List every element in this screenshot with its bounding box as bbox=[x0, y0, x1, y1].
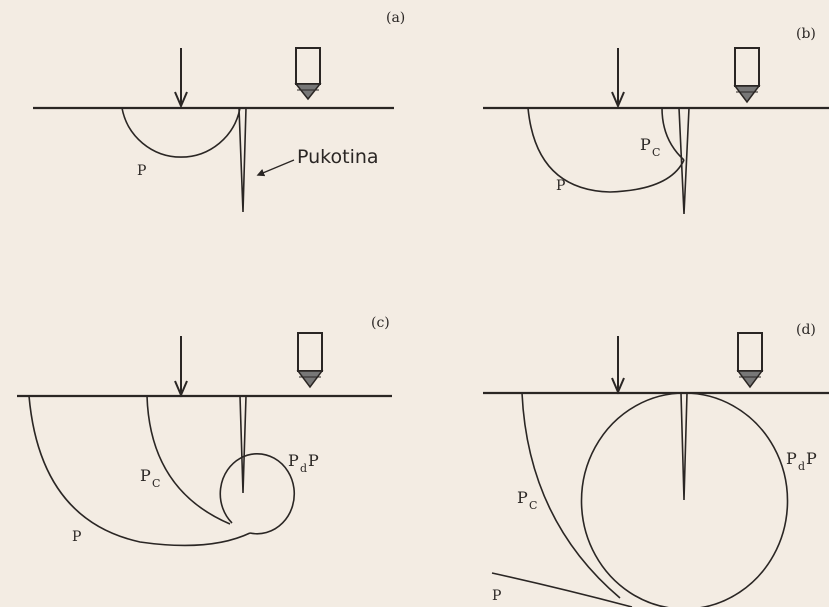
transducer-icon bbox=[733, 47, 761, 104]
wave-pdp bbox=[219, 453, 296, 535]
label-pc: P C bbox=[140, 466, 160, 490]
svg-text:d: d bbox=[300, 462, 307, 475]
svg-text:P: P bbox=[308, 451, 319, 470]
crack bbox=[680, 392, 688, 501]
wave-pc bbox=[521, 392, 621, 599]
source-arrow-head bbox=[174, 91, 188, 109]
source-arrow-head bbox=[611, 91, 625, 109]
label-p: P bbox=[72, 529, 81, 545]
label-p: P bbox=[137, 163, 146, 179]
crack-label: Pukotina bbox=[297, 146, 379, 168]
panel-b: (b) P P C bbox=[483, 26, 829, 215]
wave-pdp bbox=[580, 392, 789, 607]
source-arrow-head bbox=[611, 377, 625, 395]
label-pdp: P d P bbox=[288, 451, 319, 475]
svg-text:P: P bbox=[517, 488, 528, 507]
crack-pointer-arrow bbox=[256, 159, 295, 177]
wave-p bbox=[491, 572, 633, 607]
wave-p bbox=[527, 107, 685, 193]
panel-a-label: (a) bbox=[386, 10, 405, 26]
svg-text:P: P bbox=[288, 451, 299, 470]
wave-p bbox=[121, 107, 241, 158]
transducer-icon bbox=[296, 332, 324, 389]
crack bbox=[238, 107, 247, 213]
svg-text:P: P bbox=[140, 466, 151, 485]
svg-text:C: C bbox=[152, 477, 160, 490]
svg-text:P: P bbox=[640, 135, 651, 154]
panel-b-label: (b) bbox=[796, 26, 816, 42]
label-p: P bbox=[492, 588, 501, 604]
wave-pc bbox=[146, 395, 231, 525]
label-pc: P C bbox=[640, 135, 660, 159]
transducer-icon bbox=[736, 332, 764, 389]
svg-text:d: d bbox=[798, 460, 805, 473]
panel-d: (d) P P C P d P bbox=[483, 322, 829, 607]
label-p: P bbox=[556, 178, 565, 194]
panel-c: (c) P P C P d P bbox=[17, 315, 392, 547]
crack bbox=[678, 107, 690, 215]
svg-text:P: P bbox=[806, 449, 817, 468]
label-pdp: P d P bbox=[786, 449, 817, 473]
svg-text:C: C bbox=[529, 499, 537, 512]
source-arrow-head bbox=[174, 380, 188, 398]
panel-d-label: (d) bbox=[796, 322, 816, 338]
svg-text:P: P bbox=[786, 449, 797, 468]
panel-a: (a) P Pukotina bbox=[33, 10, 405, 213]
transducer-icon bbox=[294, 47, 322, 101]
label-pc: P C bbox=[517, 488, 537, 512]
panel-c-label: (c) bbox=[371, 315, 390, 331]
svg-text:C: C bbox=[652, 146, 660, 159]
wave-p bbox=[28, 395, 251, 547]
crack bbox=[239, 395, 247, 494]
